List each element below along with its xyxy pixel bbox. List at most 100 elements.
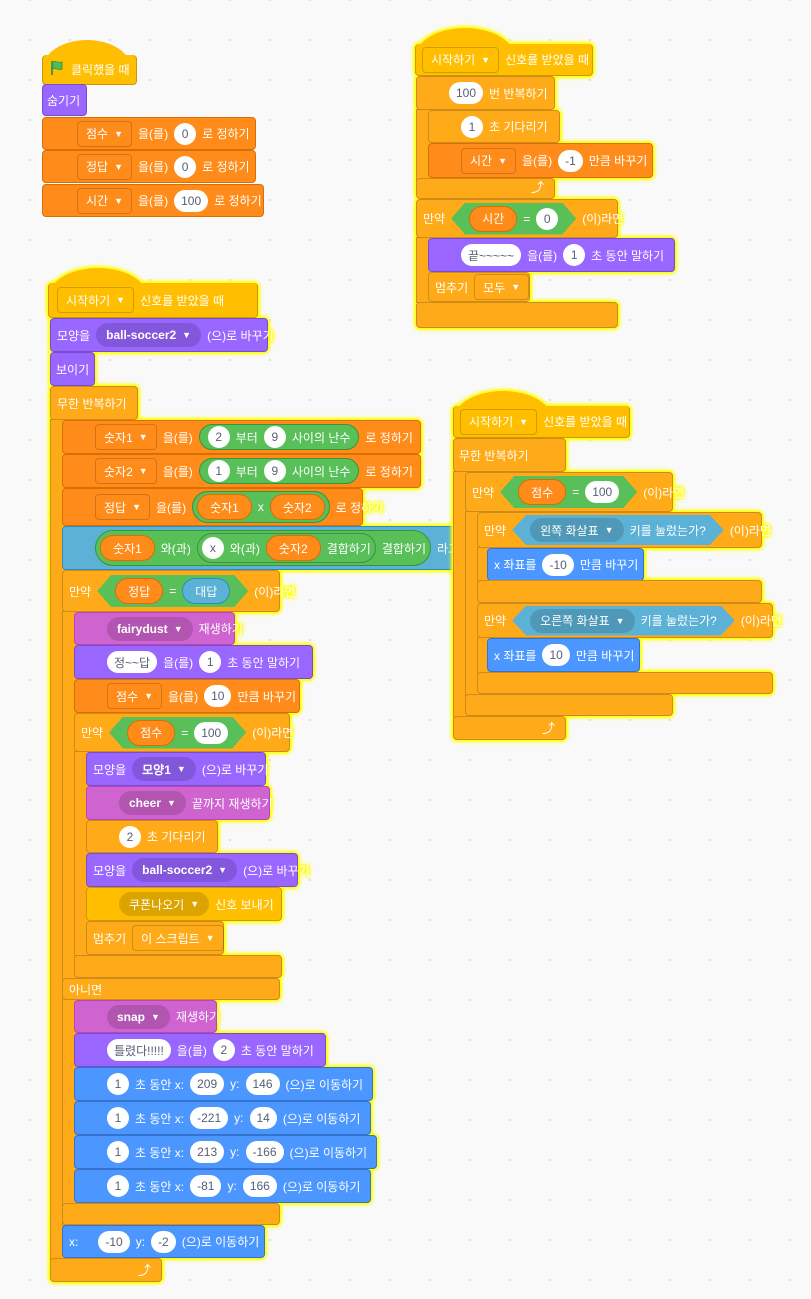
dx-input[interactable]: -10 [542, 553, 574, 576]
variable-dropdown[interactable]: 시간▼ [461, 147, 517, 174]
value-input[interactable]: 100 [174, 189, 209, 212]
change-variable-block[interactable]: 시간▼ 을(를) -1 만큼 바꾸기 [428, 143, 653, 178]
variable-dropdown[interactable]: 점수▼ [107, 683, 163, 709]
set-variable-block[interactable]: 정답▼ 을(를) 0 로 정하기 [42, 150, 256, 183]
answer-reporter[interactable]: 대답 [182, 578, 230, 604]
if-block[interactable]: 만약 점수 = 100 (이)라면 [465, 472, 684, 512]
to-input[interactable]: 9 [263, 426, 286, 448]
when-receive-block[interactable]: 시작하기▼ 신호를 받았을 때 [48, 283, 258, 318]
equals-operator[interactable]: 시간 = 0 [451, 203, 576, 235]
stop-block[interactable]: 멈추기 모두▼ [428, 272, 530, 302]
variable-dropdown[interactable]: 점수▼ [77, 120, 133, 147]
to-input[interactable]: 9 [263, 460, 286, 482]
repeat-count-input[interactable]: 100 [449, 82, 484, 104]
variable-dropdown[interactable]: 정답▼ [77, 153, 133, 180]
variable-reporter[interactable]: 숫자2 [269, 494, 325, 520]
x-input[interactable]: -10 [98, 1230, 130, 1253]
play-sound-block[interactable]: fairydust▼ 재생하기 [74, 612, 243, 645]
value-input[interactable]: -1 [558, 149, 583, 172]
variable-reporter[interactable]: 정답 [115, 578, 163, 604]
costume-dropdown[interactable]: ball-soccer2▼ [96, 323, 202, 347]
if-block[interactable]: 만약 시간 = 0 (이)라면 [416, 199, 623, 238]
wait-block[interactable]: 1 초 기다리기 [428, 110, 560, 143]
value-input[interactable]: 10 [204, 685, 232, 707]
equals-operator[interactable]: 점수 = 100 [500, 476, 637, 508]
change-x-block[interactable]: x 좌표를 10 만큼 바꾸기 [487, 638, 640, 672]
forever-block[interactable]: 무한 반복하기 [453, 438, 566, 472]
from-input[interactable]: 2 [207, 426, 230, 448]
set-variable-block[interactable]: 점수▼ 을(를) 0 로 정하기 [42, 117, 256, 150]
seconds-input[interactable]: 1 [107, 1107, 129, 1129]
join-operator[interactable]: x 와(과) 숫자2 결합하기 [196, 533, 376, 563]
go-to-xy-block[interactable]: x: -10 y: -2 (으)로 이동하기 [62, 1225, 265, 1258]
seconds-input[interactable]: 2 [119, 825, 141, 848]
seconds-input[interactable]: 1 [107, 1175, 129, 1197]
seconds-input[interactable]: 1 [107, 1073, 129, 1095]
when-receive-block[interactable]: 시작하기▼ 신호를 받았을 때 [415, 44, 593, 76]
if-else-block[interactable]: 만약 정답 = 대답 (이)라면 [62, 570, 295, 612]
y-input[interactable]: -2 [151, 1230, 176, 1253]
text-input[interactable]: x [201, 537, 224, 559]
message-dropdown[interactable]: 시작하기▼ [422, 46, 500, 73]
glide-block[interactable]: 1 초 동안 x: 209 y: 146 (으)로 이동하기 [74, 1067, 373, 1101]
set-variable-block[interactable]: 시간▼ 을(를) 100 로 정하기 [42, 184, 264, 217]
glide-block[interactable]: 1 초 동안 x: -221 y: 14 (으)로 이동하기 [74, 1101, 371, 1135]
say-for-secs-block[interactable]: 틀렸다!!!!! 을(를) 2 초 동안 말하기 [74, 1033, 326, 1067]
when-flag-clicked-block[interactable]: 클릭했을 때 [42, 55, 137, 85]
variable-dropdown[interactable]: 숫자1▼ [95, 424, 157, 450]
value-input[interactable]: 100 [194, 722, 228, 744]
change-x-block[interactable]: x 좌표를 -10 만큼 바꾸기 [487, 548, 644, 581]
switch-costume-block[interactable]: 모양을 ball-soccer2▼ (으)로 바꾸기 [50, 318, 274, 352]
y-input[interactable]: 146 [245, 1073, 280, 1095]
if-block[interactable]: 만약 오른쪽 화살표▼ 키를 눌렀는가? (이)라면 [477, 603, 782, 638]
stop-option-dropdown[interactable]: 모두▼ [474, 274, 530, 300]
repeat-block[interactable]: 100 번 반복하기 [416, 76, 555, 110]
seconds-input[interactable]: 2 [212, 1039, 235, 1061]
variable-reporter[interactable]: 시간 [469, 206, 517, 232]
set-variable-block[interactable]: 숫자2▼ 을(를) 1 부터 9 사이의 난수 로 정하기 [62, 454, 421, 488]
message-input[interactable]: 틀렸다!!!!! [107, 1039, 171, 1061]
dx-input[interactable]: 10 [542, 644, 570, 666]
variable-reporter[interactable]: 점수 [518, 479, 566, 505]
equals-operator[interactable]: 점수 = 100 [109, 717, 246, 749]
y-input[interactable]: 14 [249, 1107, 277, 1129]
costume-dropdown[interactable]: 모양1▼ [132, 757, 196, 781]
set-variable-block[interactable]: 정답▼ 을(를) 숫자1 x 숫자2 로 정하기 [62, 488, 383, 526]
wait-block[interactable]: 2 초 기다리기 [86, 820, 218, 853]
value-input[interactable]: 0 [174, 122, 197, 145]
message-dropdown[interactable]: 시작하기▼ [57, 287, 135, 313]
variable-dropdown[interactable]: 정답▼ [95, 494, 151, 520]
y-input[interactable]: -166 [245, 1141, 284, 1163]
join-operator[interactable]: 숫자1 와(과) x 와(과) 숫자2 결합하기 결합하기 [95, 530, 432, 566]
play-sound-block[interactable]: snap▼ 재생하기 [74, 1000, 220, 1033]
forever-block[interactable]: 무한 반복하기 [50, 386, 138, 420]
seconds-input[interactable]: 1 [461, 115, 483, 138]
show-block[interactable]: 보이기 [50, 352, 95, 386]
message-input[interactable]: 정~~답 [107, 651, 158, 673]
message-dropdown[interactable]: 시작하기▼ [460, 408, 538, 435]
say-for-secs-block[interactable]: 정~~답 을(를) 1 초 동안 말하기 [74, 645, 313, 679]
key-dropdown[interactable]: 왼쪽 화살표▼ [530, 518, 623, 542]
glide-block[interactable]: 1 초 동안 x: -81 y: 166 (으)로 이동하기 [74, 1169, 371, 1203]
sound-dropdown[interactable]: fairydust▼ [107, 616, 193, 641]
if-block[interactable]: 만약 점수 = 100 (이)라면 [74, 713, 293, 752]
variable-reporter[interactable]: 점수 [127, 720, 175, 746]
switch-costume-block[interactable]: 모양을 모양1▼ (으)로 바꾸기 [86, 752, 268, 786]
broadcast-block[interactable]: 쿠폰나오기▼ 신호 보내기 [86, 887, 282, 921]
equals-operator[interactable]: 정답 = 대답 [97, 575, 248, 607]
random-operator[interactable]: 1 부터 9 사이의 난수 [198, 458, 360, 484]
hide-block[interactable]: 숨기기 [42, 84, 87, 116]
seconds-input[interactable]: 1 [563, 244, 586, 266]
key-pressed-sensor[interactable]: 오른쪽 화살표▼ 키를 눌렀는가? [512, 606, 735, 636]
glide-block[interactable]: 1 초 동안 x: 213 y: -166 (으)로 이동하기 [74, 1135, 377, 1169]
message-input[interactable]: 끝~~~~~ [461, 244, 522, 266]
variable-reporter[interactable]: 숫자2 [265, 535, 321, 561]
say-for-secs-block[interactable]: 끝~~~~~ 을(를) 1 초 동안 말하기 [428, 238, 675, 272]
message-dropdown[interactable]: 쿠폰나오기▼ [119, 892, 210, 916]
variable-dropdown[interactable]: 시간▼ [77, 187, 133, 214]
value-input[interactable]: 0 [174, 155, 197, 178]
sound-dropdown[interactable]: cheer▼ [119, 791, 186, 815]
value-input[interactable]: 100 [585, 481, 619, 503]
variable-dropdown[interactable]: 숫자2▼ [95, 458, 157, 484]
y-input[interactable]: 166 [242, 1175, 277, 1197]
